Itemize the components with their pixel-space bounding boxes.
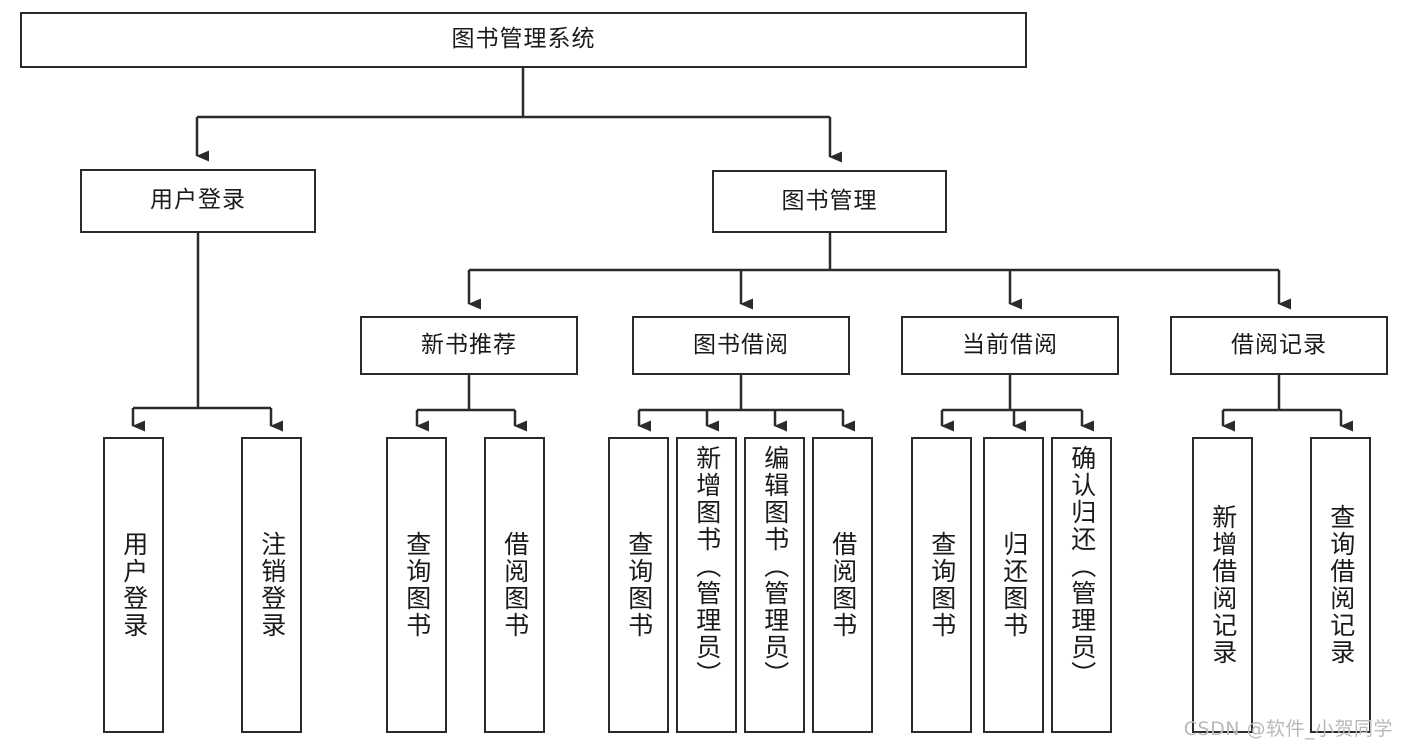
node-leaf-borrow-book-rec[interactable]: 借阅图书	[484, 437, 545, 733]
node-leaf-query-book-current[interactable]: 查询图书	[911, 437, 972, 733]
node-leaf-return-book[interactable]: 归还图书	[983, 437, 1044, 733]
node-book-manage[interactable]: 图书管理	[712, 170, 947, 233]
node-leaf-query-borrow-record[interactable]: 查询借阅记录	[1310, 437, 1371, 733]
node-leaf-confirm-return-admin-label: 确认归还（管理员）	[1067, 445, 1097, 688]
node-leaf-edit-book-admin-label: 编辑图书（管理员）	[760, 445, 790, 688]
node-leaf-user-login[interactable]: 用户登录	[103, 437, 164, 733]
node-leaf-logout-login-label: 注销登录	[257, 531, 287, 639]
node-borrow-record-label: 借阅记录	[1231, 331, 1327, 358]
node-leaf-query-book-borrow-label: 查询图书	[624, 531, 654, 639]
node-book-borrow[interactable]: 图书借阅	[632, 316, 850, 375]
node-leaf-query-book-current-label: 查询图书	[927, 531, 957, 639]
node-user-login-label: 用户登录	[150, 187, 246, 214]
node-root[interactable]: 图书管理系统	[20, 12, 1027, 68]
node-current-borrow-label: 当前借阅	[962, 331, 1058, 358]
node-user-login[interactable]: 用户登录	[80, 169, 316, 233]
node-root-label: 图书管理系统	[451, 26, 596, 53]
node-borrow-record[interactable]: 借阅记录	[1170, 316, 1388, 375]
node-new-book-recommend-label: 新书推荐	[421, 331, 517, 358]
node-leaf-borrow-book-label: 借阅图书	[828, 531, 858, 639]
node-leaf-add-borrow-record[interactable]: 新增借阅记录	[1192, 437, 1253, 733]
node-leaf-confirm-return-admin[interactable]: 确认归还（管理员）	[1051, 437, 1112, 733]
node-leaf-borrow-book-rec-label: 借阅图书	[500, 531, 530, 639]
node-current-borrow[interactable]: 当前借阅	[901, 316, 1119, 375]
node-leaf-query-book-rec[interactable]: 查询图书	[386, 437, 447, 733]
node-book-manage-label: 图书管理	[781, 187, 878, 214]
node-leaf-query-book-rec-label: 查询图书	[402, 531, 432, 639]
node-book-borrow-label: 图书借阅	[693, 331, 789, 358]
node-leaf-logout-login[interactable]: 注销登录	[241, 437, 302, 733]
node-leaf-edit-book-admin[interactable]: 编辑图书（管理员）	[744, 437, 805, 733]
node-leaf-query-book-borrow[interactable]: 查询图书	[608, 437, 669, 733]
node-leaf-user-login-label: 用户登录	[119, 531, 149, 639]
node-leaf-borrow-book[interactable]: 借阅图书	[812, 437, 873, 733]
node-leaf-add-book-admin-label: 新增图书（管理员）	[692, 445, 722, 688]
node-new-book-recommend[interactable]: 新书推荐	[360, 316, 578, 375]
node-leaf-query-borrow-record-label: 查询借阅记录	[1326, 504, 1356, 666]
node-leaf-return-book-label: 归还图书	[999, 531, 1029, 639]
node-leaf-add-borrow-record-label: 新增借阅记录	[1208, 504, 1238, 666]
node-leaf-add-book-admin[interactable]: 新增图书（管理员）	[676, 437, 737, 733]
